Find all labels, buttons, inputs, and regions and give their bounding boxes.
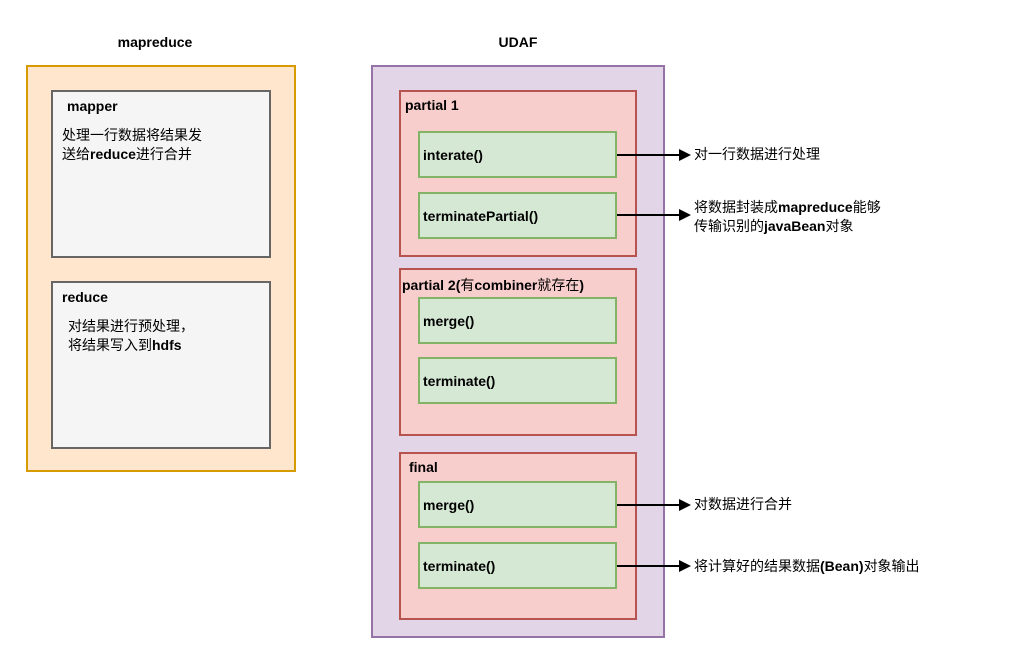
text: partial 2( [402,277,461,293]
function-terminate-partial: terminatePartial() [418,192,617,239]
mapper-desc-line2: 送给reduce进行合并 [62,145,202,164]
arrow-head-icon [679,560,691,572]
phase-label: partial 1 [405,97,459,113]
arrow-connector [617,214,679,216]
reduce-desc-line2: 将结果写入到hdfs [68,336,194,355]
annotation-final-terminate: 将计算好的结果数据(Bean)对象输出 [694,557,920,576]
phase-label: final [409,459,438,475]
arrow-connector [617,504,679,506]
text: 对象输出 [863,559,920,575]
arrow-connector [617,565,679,567]
text-bold: (Bean) [820,558,864,574]
text: 将结果写入到 [68,338,152,354]
phase-final: final [399,452,637,620]
annotation-interate: 对一行数据进行处理 [694,147,820,163]
mapper-box: mapper 处理一行数据将结果发 送给reduce进行合并 [51,90,271,258]
arrow-head-icon [679,209,691,221]
text: 有 [460,278,475,294]
text: 就存在 [537,278,580,294]
text-bold: hdfs [152,337,182,353]
function-terminate: terminate() [418,357,617,404]
phase-label: partial 2(有combiner就存在) [402,275,584,295]
text: 送给 [62,147,90,163]
text: 将数据封装成 [694,200,778,216]
text-bold: javaBean [764,218,826,234]
reduce-desc-line1: 对结果进行预处理， [68,319,194,335]
mapper-desc-line1: 处理一行数据将结果发 [62,128,202,144]
text: 传输识别的 [694,219,764,235]
reduce-description: 对结果进行预处理， 将结果写入到hdfs [68,318,194,355]
reduce-box: reduce 对结果进行预处理， 将结果写入到hdfs [51,281,271,449]
text: 进行合并 [135,147,192,163]
function-merge: merge() [418,297,617,344]
text: 对象 [825,219,854,235]
text-bold: reduce [90,146,136,162]
phase-partial-2: partial 2(有combiner就存在) [399,268,637,436]
annotation-line: 传输识别的javaBean对象 [694,217,881,236]
arrow-head-icon [679,149,691,161]
mapreduce-title: mapreduce [117,34,193,50]
text: ) [579,277,585,293]
text-bold: mapreduce [778,199,853,215]
function-final-terminate: terminate() [418,542,617,589]
function-final-merge: merge() [418,481,617,528]
annotation-line: 将数据封装成mapreduce能够 [694,198,881,217]
annotation-final-merge: 对数据进行合并 [694,497,792,513]
text: 能够 [852,200,881,216]
text: 将计算好的结果数据 [694,559,820,575]
udaf-title: UDAF [498,34,538,50]
mapper-label: mapper [67,98,118,114]
function-interate: interate() [418,131,617,178]
annotation-terminate-partial: 将数据封装成mapreduce能够 传输识别的javaBean对象 [694,198,881,236]
reduce-label: reduce [62,289,108,305]
arrow-connector [617,154,679,156]
text: combiner [474,277,538,293]
mapper-description: 处理一行数据将结果发 送给reduce进行合并 [62,127,202,164]
arrow-head-icon [679,499,691,511]
